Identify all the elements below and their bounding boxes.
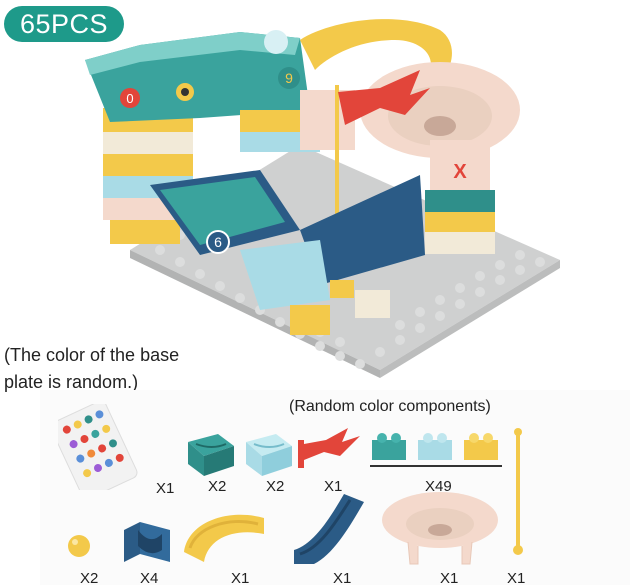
random-color-note: (Random color components) — [289, 398, 491, 415]
yellow-curve-qty: X1 — [231, 570, 250, 587]
times-decal: X — [453, 161, 467, 183]
yellow-pole-qty: X1 — [507, 570, 526, 587]
note-line-2: plate is random.) — [4, 372, 139, 392]
sticker-sheet — [58, 404, 138, 490]
funnel-part — [382, 492, 498, 565]
yellow-pole-part — [513, 428, 523, 555]
red-flag-part — [298, 428, 360, 468]
teal-slope-block-qty: X2 — [208, 478, 227, 495]
six-decal-digit: 6 — [214, 234, 222, 250]
bricks-divider — [370, 465, 502, 467]
blue-ramp-part — [294, 494, 364, 564]
marble-qty: X2 — [80, 570, 99, 587]
piece-count-badge: 65PCS — [4, 6, 124, 42]
blue-channel-qty: X4 — [140, 570, 159, 587]
marble-run-set-image: 0 9 X 6 — [85, 19, 560, 378]
note-line-1: (The color of the base — [4, 345, 180, 365]
red-flag-qty: X1 — [324, 478, 343, 495]
nine-decal-digit: 9 — [285, 70, 293, 86]
zero-decal-digit: 0 — [126, 91, 133, 106]
six-decal — [206, 230, 230, 254]
blue-channel-part — [124, 522, 170, 562]
light-blue-slope-block — [246, 434, 292, 476]
teal-slope-block — [188, 434, 234, 476]
baseplate-color-note: (The color of the base plate is random.) — [4, 342, 179, 396]
lower-channels: 6 — [150, 170, 425, 310]
marble-part — [68, 535, 90, 557]
funnel-qty: X1 — [440, 570, 459, 587]
flag — [335, 70, 430, 290]
bricks-qty: X49 — [425, 478, 452, 495]
yellow-curve-track — [300, 19, 452, 76]
bricks-part — [372, 433, 498, 460]
yellow-curve-part — [184, 514, 264, 562]
zero-decal — [120, 88, 140, 108]
blue-ramp-qty: X1 — [333, 570, 352, 587]
nine-decal — [278, 67, 300, 89]
sticker-sheet-qty: X1 — [156, 480, 175, 497]
light-blue-slope-block-qty: X2 — [266, 478, 285, 495]
top-slope: 0 9 — [85, 30, 310, 122]
foreground-bricks — [290, 280, 390, 335]
